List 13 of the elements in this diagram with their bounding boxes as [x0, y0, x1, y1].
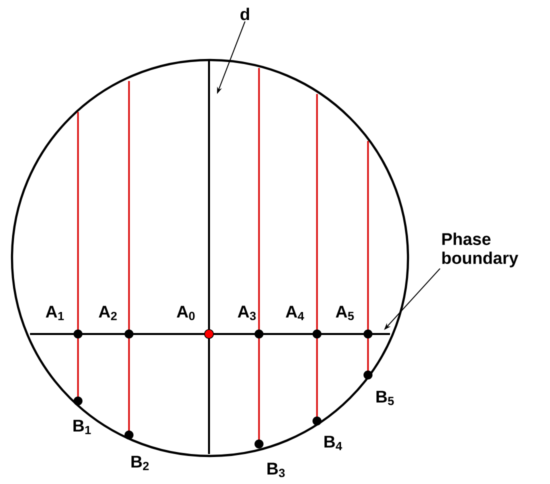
point-label: B$_{4}$ [324, 436, 342, 450]
point-label: B$_{1}$ [73, 420, 91, 434]
point-label: A$_{3}$ [238, 306, 256, 320]
annotation-label: d [240, 8, 250, 20]
point-label: B$_{5}$ [376, 390, 394, 406]
point-label: B$_{2}$ [131, 456, 149, 470]
point-label: A$_{4}$ [286, 306, 304, 320]
point-label: A$_{0}$ [176, 306, 195, 320]
point-label: A$_{2}$ [98, 306, 117, 320]
point-label: A$_{1}$ [46, 306, 64, 320]
annotation-label: Phase boundary [442, 232, 518, 268]
point-label: B$_{3}$ [267, 462, 285, 478]
point-label: A$_{5}$ [336, 306, 354, 320]
